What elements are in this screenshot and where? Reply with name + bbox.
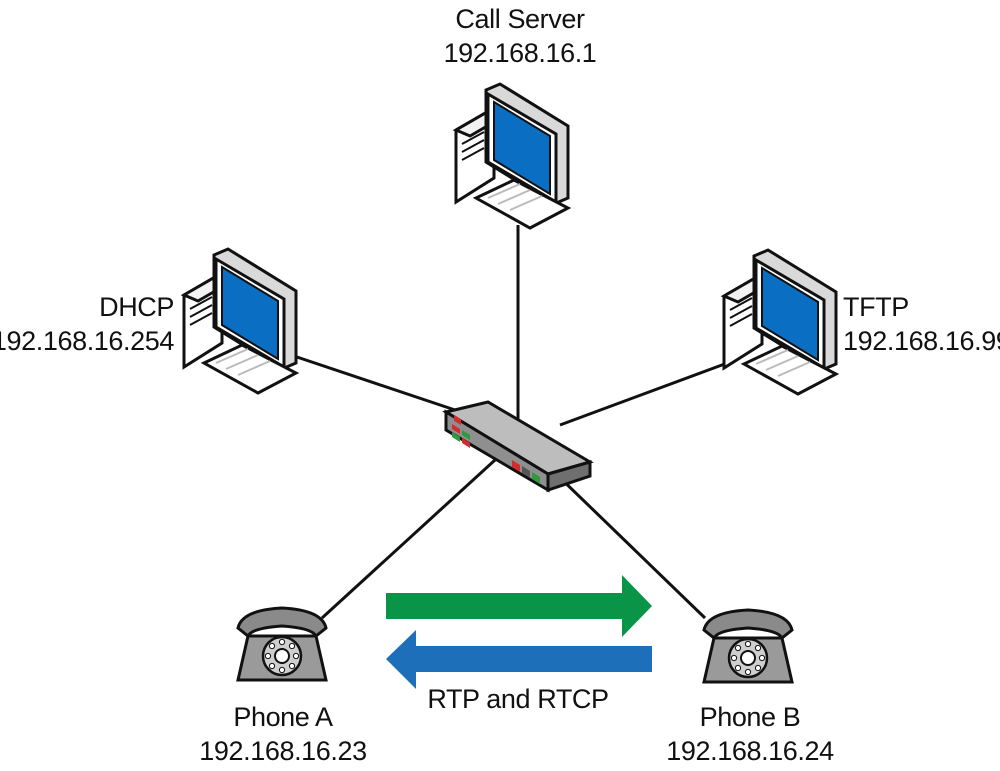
switch-port-lights	[452, 424, 540, 484]
phone-a-label: Phone A 192.168.16.23	[199, 700, 367, 768]
tftp-label: TFTP 192.168.16.99	[843, 290, 1000, 358]
dhcp-ip: 192.168.16.254	[0, 326, 174, 356]
rtp-return-arrow	[386, 630, 652, 689]
tftp-icon	[722, 248, 838, 396]
call-server-ip: 192.168.16.1	[443, 38, 597, 68]
phone-a-name: Phone A	[233, 702, 333, 732]
call-server-icon	[454, 82, 570, 230]
rtp-forward-arrow	[386, 575, 652, 637]
call-server-label: Call Server 192.168.16.1	[444, 2, 597, 70]
link-phone-b	[550, 468, 707, 620]
phone-a-ip: 192.168.16.23	[199, 736, 367, 766]
dhcp-name: DHCP	[99, 292, 174, 322]
dhcp-label: DHCP 192.168.16.254	[0, 290, 174, 358]
call-server-name: Call Server	[455, 4, 585, 34]
link-dhcp	[269, 346, 471, 417]
link-tftp	[559, 360, 731, 427]
dhcp-icon	[182, 247, 298, 395]
rtp-rtcp-label: RTP and RTCP	[427, 684, 609, 714]
tftp-ip: 192.168.16.99	[843, 326, 1000, 356]
phone-a-icon	[236, 606, 328, 682]
tftp-name: TFTP	[843, 292, 909, 322]
phone-b-name: Phone B	[699, 702, 801, 732]
phone-b-icon	[702, 608, 794, 684]
phone-b-ip: 192.168.16.24	[666, 736, 834, 766]
network-switch-icon	[442, 400, 594, 493]
link-phone-a	[320, 458, 497, 620]
links	[269, 225, 731, 620]
phone-b-label: Phone B 192.168.16.24	[666, 700, 834, 768]
